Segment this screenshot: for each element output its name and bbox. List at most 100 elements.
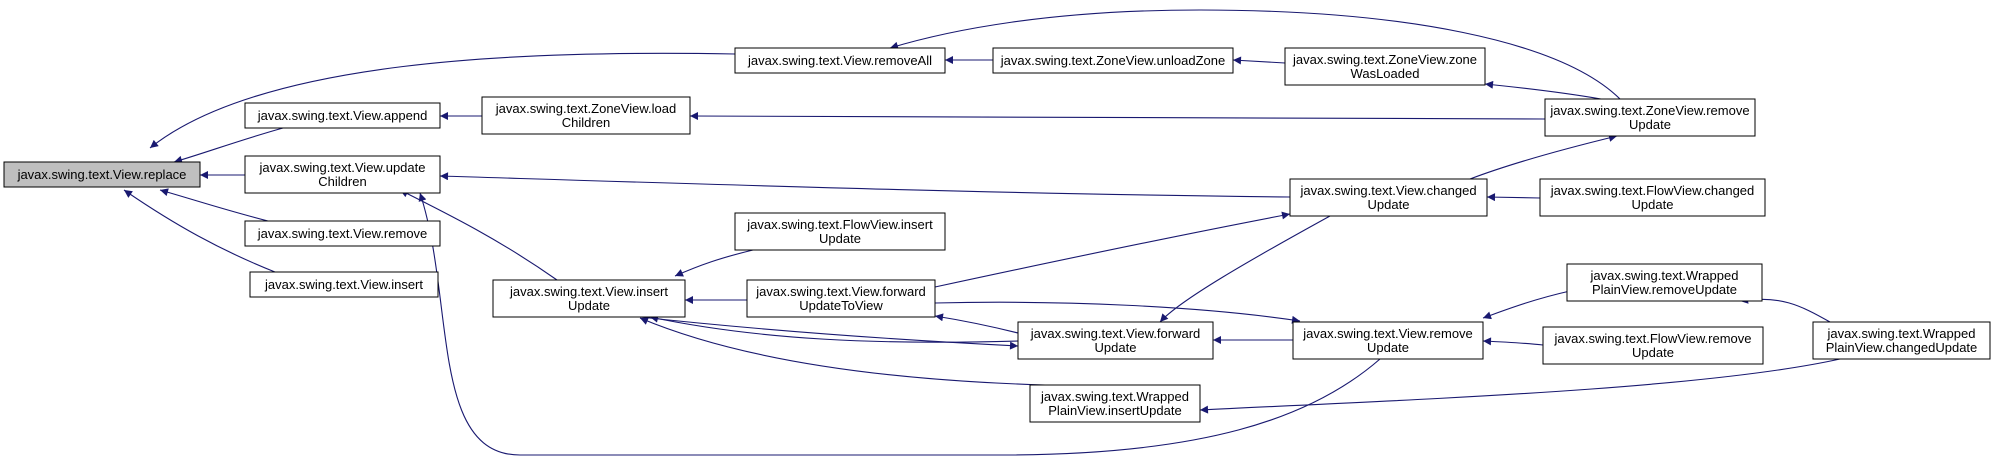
node-box[interactable] [1542, 326, 1764, 365]
edge-forwardUpdateToView-to-changedUpdate [934, 211, 1291, 288]
node-label: javax.swing.text.View.removeAll [747, 53, 932, 68]
node-replace[interactable]: javax.swing.text.View.replace [3, 161, 201, 188]
node-removeAll[interactable]: javax.swing.text.View.removeAll [734, 47, 946, 74]
edge-removeUpdate-to-updateChildren [418, 192, 1381, 456]
nodes: javax.swing.text.View.replace javax.swing… [3, 47, 1991, 423]
edge-forwardUpdate-to-insertUpdate [649, 314, 1019, 343]
node-label: javax.swing.text.FlowView.changed [1550, 183, 1755, 198]
node-label: javax.swing.text.View.insert [509, 284, 668, 299]
node-label: javax.swing.text.View.replace [17, 167, 187, 182]
node-box[interactable] [244, 220, 441, 247]
node-forwardUpdateToView[interactable]: javax.swing.text.View.forwardUpdateToVie… [746, 279, 936, 318]
node-box[interactable] [1017, 321, 1214, 360]
node-box[interactable] [1539, 178, 1766, 217]
node-box[interactable] [1292, 321, 1484, 360]
node-viewRemove[interactable]: javax.swing.text.View.remove [244, 220, 441, 247]
node-label: Update [1095, 340, 1137, 355]
node-label: Update [1368, 197, 1410, 212]
node-label: Update [1629, 117, 1671, 132]
node-label: javax.swing.text.Wrapped [1040, 389, 1189, 404]
edge-changedUpdate-to-updateChildren [439, 172, 1291, 198]
edge-viewRemove-to-replace [159, 188, 269, 222]
node-label: Children [318, 174, 366, 189]
node-label: Update [568, 298, 610, 313]
edge-removeAll-to-replace [149, 52, 736, 149]
edge-zoneRemoveUpdate-to-removeAll [889, 9, 1621, 100]
node-box[interactable] [3, 161, 201, 188]
node-box[interactable] [992, 47, 1234, 74]
edge-zoneRemoveUpdate-to-loadChildren [689, 112, 1546, 121]
node-box[interactable] [244, 102, 441, 129]
node-flowChangedUpdate[interactable]: javax.swing.text.FlowView.changedUpdate [1539, 178, 1766, 217]
edge-wrappedRemoveUpdate-to-removeUpdate [1482, 290, 1571, 320]
node-box[interactable] [1289, 178, 1488, 217]
node-changedUpdate[interactable]: javax.swing.text.View.changedUpdate [1289, 178, 1488, 217]
node-box[interactable] [1029, 384, 1201, 423]
edge-insertUpdate-to-updateChildren [399, 189, 558, 281]
node-insertUpdate[interactable]: javax.swing.text.View.insertUpdate [492, 279, 686, 318]
node-label: Update [1632, 345, 1674, 360]
edge-insertUpdate-to-forwardUpdate [639, 316, 1019, 350]
node-label: javax.swing.text.ZoneView.unloadZone [1000, 53, 1226, 68]
node-label: javax.swing.text.View.changed [1299, 183, 1476, 198]
edge-zoneRemoveUpdate-to-zoneWasLoaded [1484, 80, 1602, 100]
node-label: PlainView.removeUpdate [1592, 282, 1737, 297]
node-label: WasLoaded [1351, 66, 1420, 81]
node-box[interactable] [1812, 321, 1991, 360]
edge-append-to-replace [173, 127, 284, 164]
node-box[interactable] [746, 279, 936, 318]
node-wrappedChangedUpdate[interactable]: javax.swing.text.WrappedPlainView.change… [1812, 321, 1991, 360]
node-removeUpdate[interactable]: javax.swing.text.View.removeUpdate [1292, 321, 1484, 360]
node-label: javax.swing.text.Wrapped [1827, 326, 1976, 341]
node-label: javax.swing.text.View.append [257, 108, 428, 123]
node-wrappedRemoveUpdate[interactable]: javax.swing.text.WrappedPlainView.remove… [1566, 263, 1763, 302]
node-box[interactable] [492, 279, 686, 318]
edge-changedUpdate-to-zoneRemoveUpdate [1469, 134, 1618, 180]
node-box[interactable] [244, 155, 441, 194]
node-box[interactable] [734, 47, 946, 74]
node-label: PlainView.changedUpdate [1826, 340, 1978, 355]
node-box[interactable] [249, 271, 439, 298]
node-box[interactable] [1544, 98, 1756, 137]
node-label: Update [1632, 197, 1674, 212]
node-label: Update [1367, 340, 1409, 355]
edge-wrappedChangedUpdate-to-wrappedInsertUpdate [1199, 358, 1841, 414]
node-label: javax.swing.text.Wrapped [1590, 268, 1739, 283]
edge-viewInsert-to-replace [123, 189, 276, 273]
node-label: UpdateToView [799, 298, 883, 313]
node-unloadZone[interactable]: javax.swing.text.ZoneView.unloadZone [992, 47, 1234, 74]
node-viewInsert[interactable]: javax.swing.text.View.insert [249, 271, 439, 298]
node-box[interactable] [1284, 47, 1486, 86]
node-wrappedInsertUpdate[interactable]: javax.swing.text.WrappedPlainView.insert… [1029, 384, 1201, 423]
node-label: Children [562, 115, 610, 130]
edge-wrappedInsertUpdate-to-insertUpdate [639, 317, 1046, 386]
node-label: javax.swing.text.ZoneView.remove [1549, 103, 1749, 118]
node-flowRemoveUpdate[interactable]: javax.swing.text.FlowView.removeUpdate [1542, 326, 1764, 365]
node-label: javax.swing.text.View.remove [1302, 326, 1473, 341]
edge-zoneWasLoaded-to-unloadZone [1232, 56, 1286, 65]
node-label: PlainView.insertUpdate [1048, 403, 1181, 418]
node-box[interactable] [481, 96, 691, 135]
node-flowInsertUpdate[interactable]: javax.swing.text.FlowView.insertUpdate [734, 212, 946, 251]
node-box[interactable] [734, 212, 946, 251]
node-label: javax.swing.text.View.forward [1030, 326, 1201, 341]
node-label: javax.swing.text.View.forward [755, 284, 926, 299]
node-label: javax.swing.text.View.remove [257, 226, 428, 241]
node-box[interactable] [1566, 263, 1763, 302]
node-append[interactable]: javax.swing.text.View.append [244, 102, 441, 129]
node-label: javax.swing.text.View.update [259, 160, 426, 175]
node-label: javax.swing.text.View.insert [264, 277, 423, 292]
edge-forwardUpdate-to-forwardUpdateToView [934, 313, 1019, 334]
edge-flowChangedUpdate-to-changedUpdate [1486, 193, 1541, 202]
edge-flowRemoveUpdate-to-removeUpdate [1482, 337, 1544, 346]
node-zoneRemoveUpdate[interactable]: javax.swing.text.ZoneView.removeUpdate [1544, 98, 1756, 137]
edge-flowInsertUpdate-to-insertUpdate [674, 249, 754, 277]
edge-wrappedChangedUpdate-to-wrappedRemoveUpdate [1739, 295, 1831, 323]
node-label: javax.swing.text.ZoneView.zone [1292, 52, 1477, 67]
node-label: javax.swing.text.ZoneView.load [495, 101, 676, 116]
